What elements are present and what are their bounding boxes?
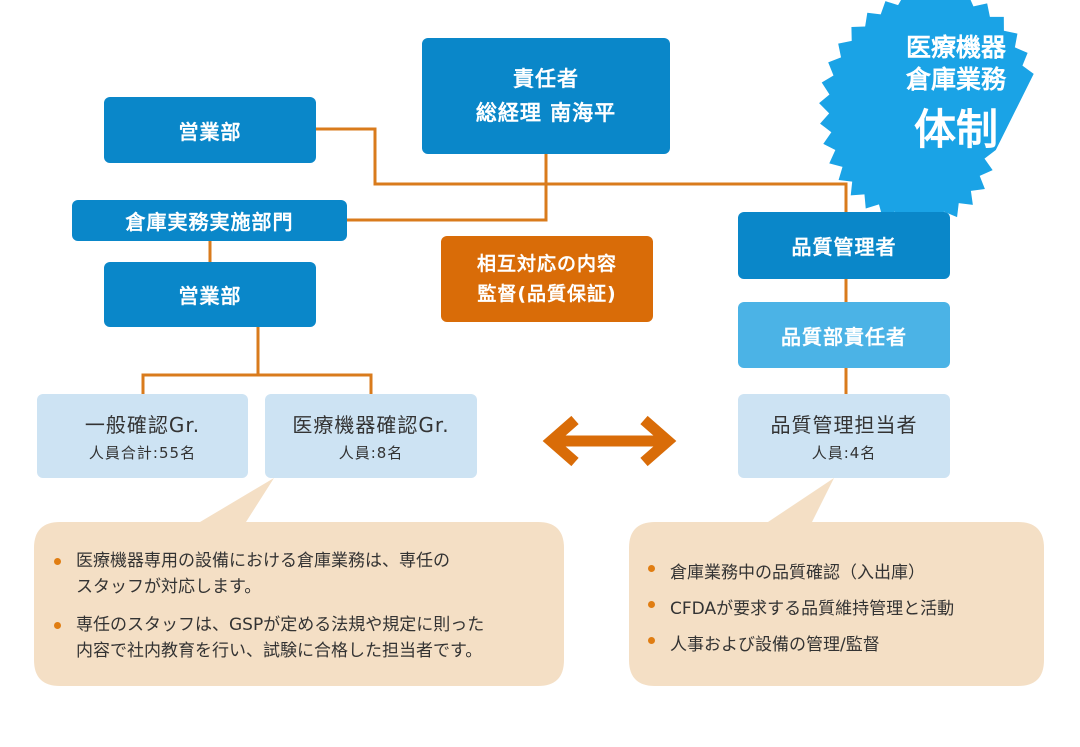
warehouse-dept-box: 倉庫実務実施部門 [72, 200, 347, 241]
right-note-item: CFDAが要求する品質維持管理と活動 [646, 591, 1036, 627]
quality-manager-label: 品質管理者 [791, 235, 897, 259]
double-arrow-icon [542, 415, 677, 467]
quality-staff-box: 品質管理担当者 人員:4名 [738, 394, 950, 478]
quality-manager-box: 品質管理者 [738, 212, 950, 279]
sales-mid-label: 営業部 [178, 284, 242, 308]
right-notes-list: 倉庫業務中の品質確認（入出庫） CFDAが要求する品質維持管理と活動 人事および… [646, 555, 1036, 663]
sales-mid-box: 営業部 [104, 262, 316, 327]
medical-check-staff: 人員:8名 [338, 444, 404, 462]
left-note-bubble [34, 478, 564, 686]
badge-starburst-shape [819, 0, 1034, 228]
left-note-2-line2: 内容で社内教育を行い、試験に合格した担当者です。 [76, 641, 483, 661]
badge-line3: 体制 [913, 105, 998, 154]
connector-sales-groups [141, 327, 260, 394]
quality-dept-head-label: 品質部責任者 [781, 324, 907, 349]
left-note-2-line1: 専任のスタッフは、GSPが定める法規や規定に則った [76, 615, 485, 635]
badge-line1: 医療機器 [905, 33, 1006, 62]
sales-top-label: 営業部 [178, 119, 242, 144]
mutual-support-box: 相互対応の内容 監督(品質保証) [441, 236, 653, 322]
connector-responsible-warehouse [347, 154, 548, 222]
responsible-line2: 総経理 南海平 [475, 101, 617, 125]
badge-line2: 倉庫業務 [905, 65, 1006, 94]
left-notes-list: 医療機器専用の設備における倉庫業務は、専任の スタッフが対応します。 専任のスタ… [52, 548, 557, 664]
left-note-item: 専任のスタッフは、GSPが定める法規や規定に則った 内容で社内教育を行い、試験に… [52, 612, 557, 664]
general-check-title: 一般確認Gr. [84, 413, 201, 437]
right-note-item: 倉庫業務中の品質確認（入出庫） [646, 555, 1036, 591]
quality-staff-count: 人員:4名 [811, 444, 877, 462]
sales-top-box: 営業部 [104, 97, 316, 163]
left-note-item: 医療機器専用の設備における倉庫業務は、専任の スタッフが対応します。 [52, 548, 557, 600]
responsible-box: 責任者 総経理 南海平 [422, 38, 670, 154]
general-check-group-box: 一般確認Gr. 人員合計:55名 [37, 394, 248, 478]
medical-check-title: 医療機器確認Gr. [292, 413, 450, 437]
mutual-line1: 相互対応の内容 [476, 253, 617, 275]
quality-dept-head-box: 品質部責任者 [738, 302, 950, 368]
mutual-line2: 監督(品質保証) [477, 283, 617, 305]
quality-staff-title: 品質管理担当者 [770, 413, 918, 437]
right-note-item: 人事および設備の管理/監督 [646, 627, 1036, 663]
connector-to-medical-group [258, 373, 373, 394]
connector-sales-top [316, 127, 848, 212]
left-note-1-line1: 医療機器専用の設備における倉庫業務は、専任の [76, 551, 450, 571]
medical-check-group-box: 医療機器確認Gr. 人員:8名 [265, 394, 477, 478]
general-check-staff: 人員合計:55名 [88, 444, 197, 462]
warehouse-dept-label: 倉庫実務実施部門 [125, 210, 294, 234]
left-note-1-line2: スタッフが対応します。 [76, 577, 262, 597]
right-note-bubble [629, 478, 1044, 686]
responsible-line1: 責任者 [513, 67, 579, 91]
